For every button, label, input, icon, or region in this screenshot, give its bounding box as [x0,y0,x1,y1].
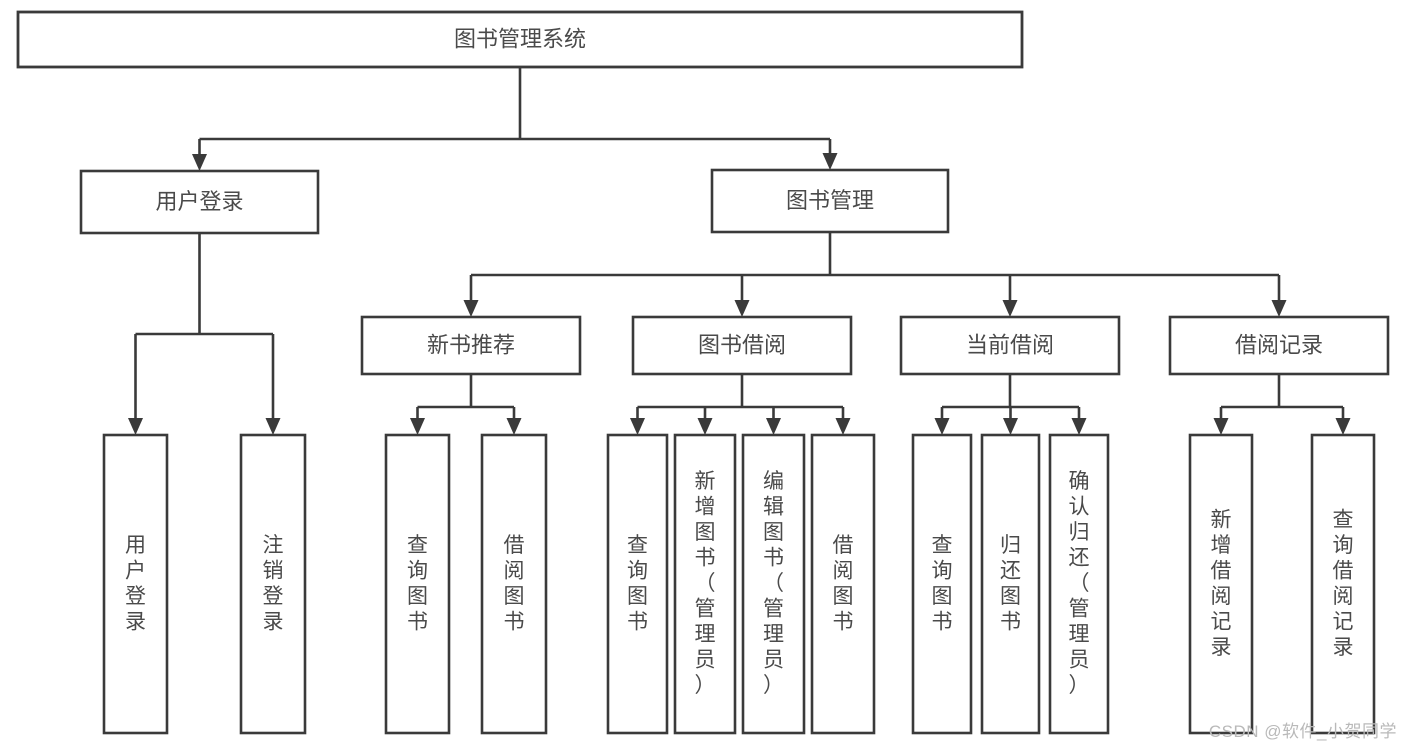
nodes-layer: 图书管理系统用户登录图书管理新书推荐图书借阅当前借阅借阅记录用户登录注销登录查询… [16,10,1390,735]
node-book-manage[interactable]: 图书管理 [710,168,950,234]
edge-group-root [192,67,838,171]
edge-group-new-book-rec [410,374,522,435]
node-label-leaf-borrow-book-1: 借阅图书 [504,533,525,633]
node-box-new-book-rec[interactable] [360,315,582,376]
node-leaf-logout[interactable]: 注销登录 [239,433,307,735]
node-label-leaf-query-book-1: 查询图书 [407,533,428,633]
node-box-leaf-query-book-3[interactable] [911,433,973,735]
node-current-borrow[interactable]: 当前借阅 [899,315,1121,376]
node-box-leaf-add-record[interactable] [1188,433,1254,735]
node-leaf-add-book[interactable]: 新增图书（管理员） [673,433,737,735]
edge-group-book-manage [463,232,1287,317]
node-box-current-borrow[interactable] [899,315,1121,376]
node-label-leaf-logout: 注销登录 [263,533,284,633]
node-box-leaf-borrow-book-2[interactable] [810,433,876,735]
node-box-leaf-query-book-2[interactable] [606,433,669,735]
node-box-leaf-borrow-book-1[interactable] [480,433,548,735]
node-leaf-borrow-book-2[interactable]: 借阅图书 [810,433,876,735]
node-label-book-borrow: 图书借阅 [698,332,786,357]
node-book-borrow[interactable]: 图书借阅 [631,315,853,376]
edge-group-current-borrow [934,374,1087,435]
node-leaf-borrow-book-1[interactable]: 借阅图书 [480,433,548,735]
node-label-leaf-add-book: 新增图书（管理员） [695,470,716,697]
node-label-leaf-query-record: 查询借阅记录 [1333,508,1354,659]
node-box-root[interactable] [16,10,1024,69]
edge-group-borrow-record [1213,374,1351,435]
edge-group-book-borrow [630,374,851,435]
node-box-leaf-return-book[interactable] [980,433,1041,735]
node-leaf-query-book-2[interactable]: 查询图书 [606,433,669,735]
node-label-root: 图书管理系统 [454,26,586,51]
edges-layer [128,67,1351,435]
node-new-book-rec[interactable]: 新书推荐 [360,315,582,376]
node-leaf-query-book-3[interactable]: 查询图书 [911,433,973,735]
node-box-leaf-add-book[interactable] [673,433,737,735]
node-box-leaf-query-record[interactable] [1310,433,1376,735]
node-label-book-manage: 图书管理 [786,188,874,213]
node-label-leaf-borrow-book-2: 借阅图书 [833,533,854,633]
node-leaf-edit-book[interactable]: 编辑图书（管理员） [741,433,806,735]
node-borrow-record[interactable]: 借阅记录 [1168,315,1390,376]
node-label-new-book-rec: 新书推荐 [427,332,515,357]
node-leaf-query-book-1[interactable]: 查询图书 [384,433,451,735]
node-leaf-confirm-return[interactable]: 确认归还（管理员） [1048,433,1110,735]
node-label-leaf-query-book-2: 查询图书 [627,533,648,633]
node-box-book-borrow[interactable] [631,315,853,376]
node-leaf-user-login[interactable]: 用户登录 [102,433,169,735]
edge-group-user-login [128,233,281,435]
node-label-user-login: 用户登录 [155,189,243,214]
node-label-leaf-confirm-return: 确认归还（管理员） [1069,470,1090,697]
node-box-book-manage[interactable] [710,168,950,234]
node-box-leaf-user-login[interactable] [102,433,169,735]
node-leaf-add-record[interactable]: 新增借阅记录 [1188,433,1254,735]
node-label-leaf-query-book-3: 查询图书 [932,533,953,633]
node-box-leaf-confirm-return[interactable] [1048,433,1110,735]
node-leaf-query-record[interactable]: 查询借阅记录 [1310,433,1376,735]
node-box-borrow-record[interactable] [1168,315,1390,376]
node-label-leaf-user-login: 用户登录 [125,533,146,633]
node-label-current-borrow: 当前借阅 [966,332,1054,357]
node-leaf-return-book[interactable]: 归还图书 [980,433,1041,735]
node-box-leaf-logout[interactable] [239,433,307,735]
node-box-user-login[interactable] [79,169,320,235]
node-box-leaf-edit-book[interactable] [741,433,806,735]
node-box-leaf-query-book-1[interactable] [384,433,451,735]
node-user-login[interactable]: 用户登录 [79,169,320,235]
node-root[interactable]: 图书管理系统 [16,10,1024,69]
node-label-leaf-edit-book: 编辑图书（管理员） [763,470,784,697]
node-label-leaf-add-record: 新增借阅记录 [1211,508,1232,659]
node-label-borrow-record: 借阅记录 [1235,332,1323,357]
node-label-leaf-return-book: 归还图书 [1000,533,1021,633]
